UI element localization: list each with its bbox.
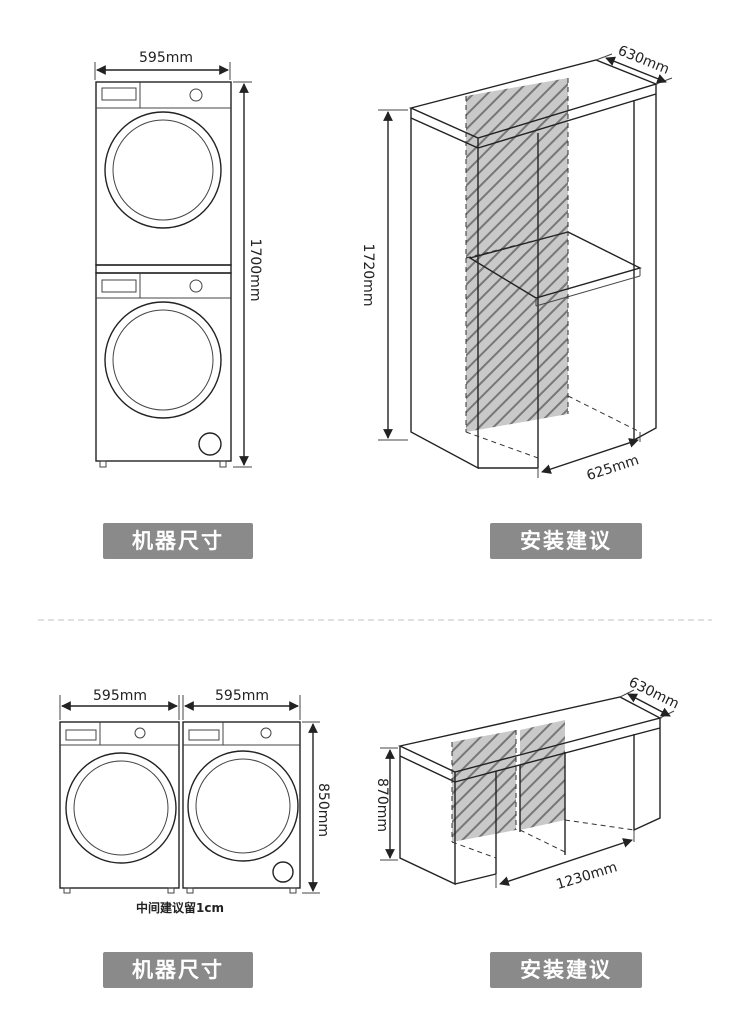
top-right-badge: 安装建议: [490, 523, 642, 559]
bottom-machine-width-left-label: 595mm: [93, 688, 147, 704]
top-cabinet-floor-width-label: 625mm: [585, 452, 641, 484]
stacked-machine-drawing: 595mm 1700mm: [94, 50, 263, 468]
tall-cabinet-drawing: 630mm 1720mm 625mm: [360, 43, 673, 484]
bottom-cabinet-floor-width-label: 1230mm: [554, 859, 619, 893]
low-cabinet-drawing: 630mm 870mm 1230mm: [374, 674, 682, 893]
bottom-machine-width-right-label: 595mm: [215, 688, 269, 704]
bottom-left-badge: 机器尺寸: [103, 952, 253, 988]
bottom-machine-height-label: 850mm: [315, 783, 331, 837]
bottom-right-badge: 安装建议: [490, 952, 642, 988]
top-machine-width-label: 595mm: [139, 50, 193, 66]
top-left-badge: 机器尺寸: [103, 523, 253, 559]
side-by-side-machine-drawing: 595mm 595mm 850mm 中间建议留1cm: [59, 688, 331, 915]
bottom-cabinet-height-label: 870mm: [374, 778, 390, 832]
top-cabinet-height-label: 1720mm: [360, 244, 376, 307]
top-machine-height-label: 1700mm: [247, 239, 263, 302]
gap-note: 中间建议留1cm: [136, 900, 224, 915]
